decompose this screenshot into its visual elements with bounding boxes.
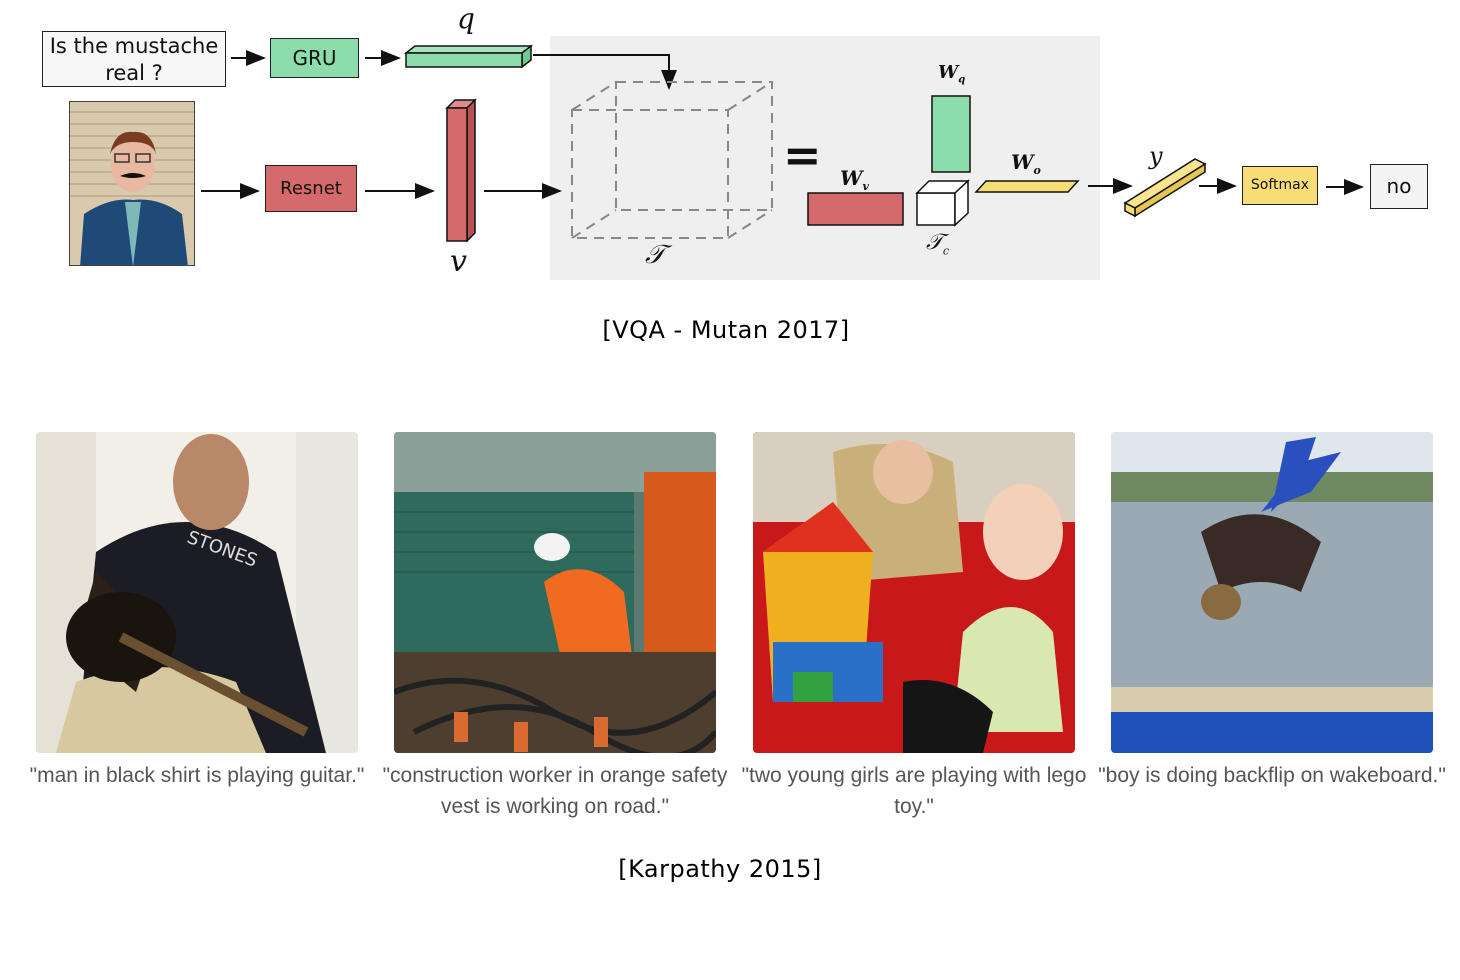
photo-backflip bbox=[1111, 432, 1433, 753]
q-symbol: q bbox=[457, 2, 475, 35]
diagram-graphics bbox=[201, 44, 1364, 243]
resnet-block: Resnet bbox=[265, 165, 357, 212]
caption-construction: "construction worker in orange safety ve… bbox=[382, 764, 728, 818]
softmax-block: Softmax bbox=[1242, 166, 1318, 205]
v-vector-bar bbox=[445, 98, 477, 243]
v-symbol: v bbox=[450, 244, 467, 279]
wo-matrix bbox=[974, 180, 1080, 193]
equals-symbol: = bbox=[783, 128, 822, 182]
y-symbol: y bbox=[1149, 142, 1163, 170]
y-vector-bar bbox=[1123, 158, 1207, 218]
answer-box: no bbox=[1370, 164, 1428, 209]
caption-guitar: "man in black shirt is playing guitar." bbox=[29, 764, 365, 787]
vqa-reference-caption: [VQA - Mutan 2017] bbox=[602, 316, 850, 344]
photo-guitar: STONES bbox=[36, 432, 358, 753]
q-vector-bar bbox=[403, 44, 534, 69]
caption-lego: "two young girls are playing with lego t… bbox=[741, 764, 1087, 818]
wq-symbol: Wq bbox=[938, 62, 966, 86]
core-tensor-cube bbox=[915, 179, 970, 227]
tensor-symbol: 𝒯 bbox=[645, 240, 665, 270]
caption-backflip: "boy is doing backflip on wakeboard." bbox=[1098, 764, 1446, 787]
wo-symbol: Wo bbox=[1011, 150, 1041, 177]
photo-lego bbox=[753, 432, 1075, 753]
arrow-q-to-tensor bbox=[533, 54, 677, 90]
core-tensor-symbol: 𝒯c bbox=[926, 230, 950, 258]
input-portrait-image bbox=[69, 101, 195, 266]
gru-block: GRU bbox=[270, 38, 359, 78]
wv-matrix bbox=[807, 192, 904, 226]
photo-construction bbox=[394, 432, 716, 753]
fusion-panel bbox=[550, 36, 1100, 280]
karpathy-reference-caption: [Karpathy 2015] bbox=[618, 855, 822, 883]
wq-matrix bbox=[931, 95, 971, 173]
question-box: Is the mustache real ? bbox=[42, 31, 226, 87]
tensor-cube bbox=[571, 81, 773, 239]
wv-symbol: Wv bbox=[840, 166, 869, 193]
